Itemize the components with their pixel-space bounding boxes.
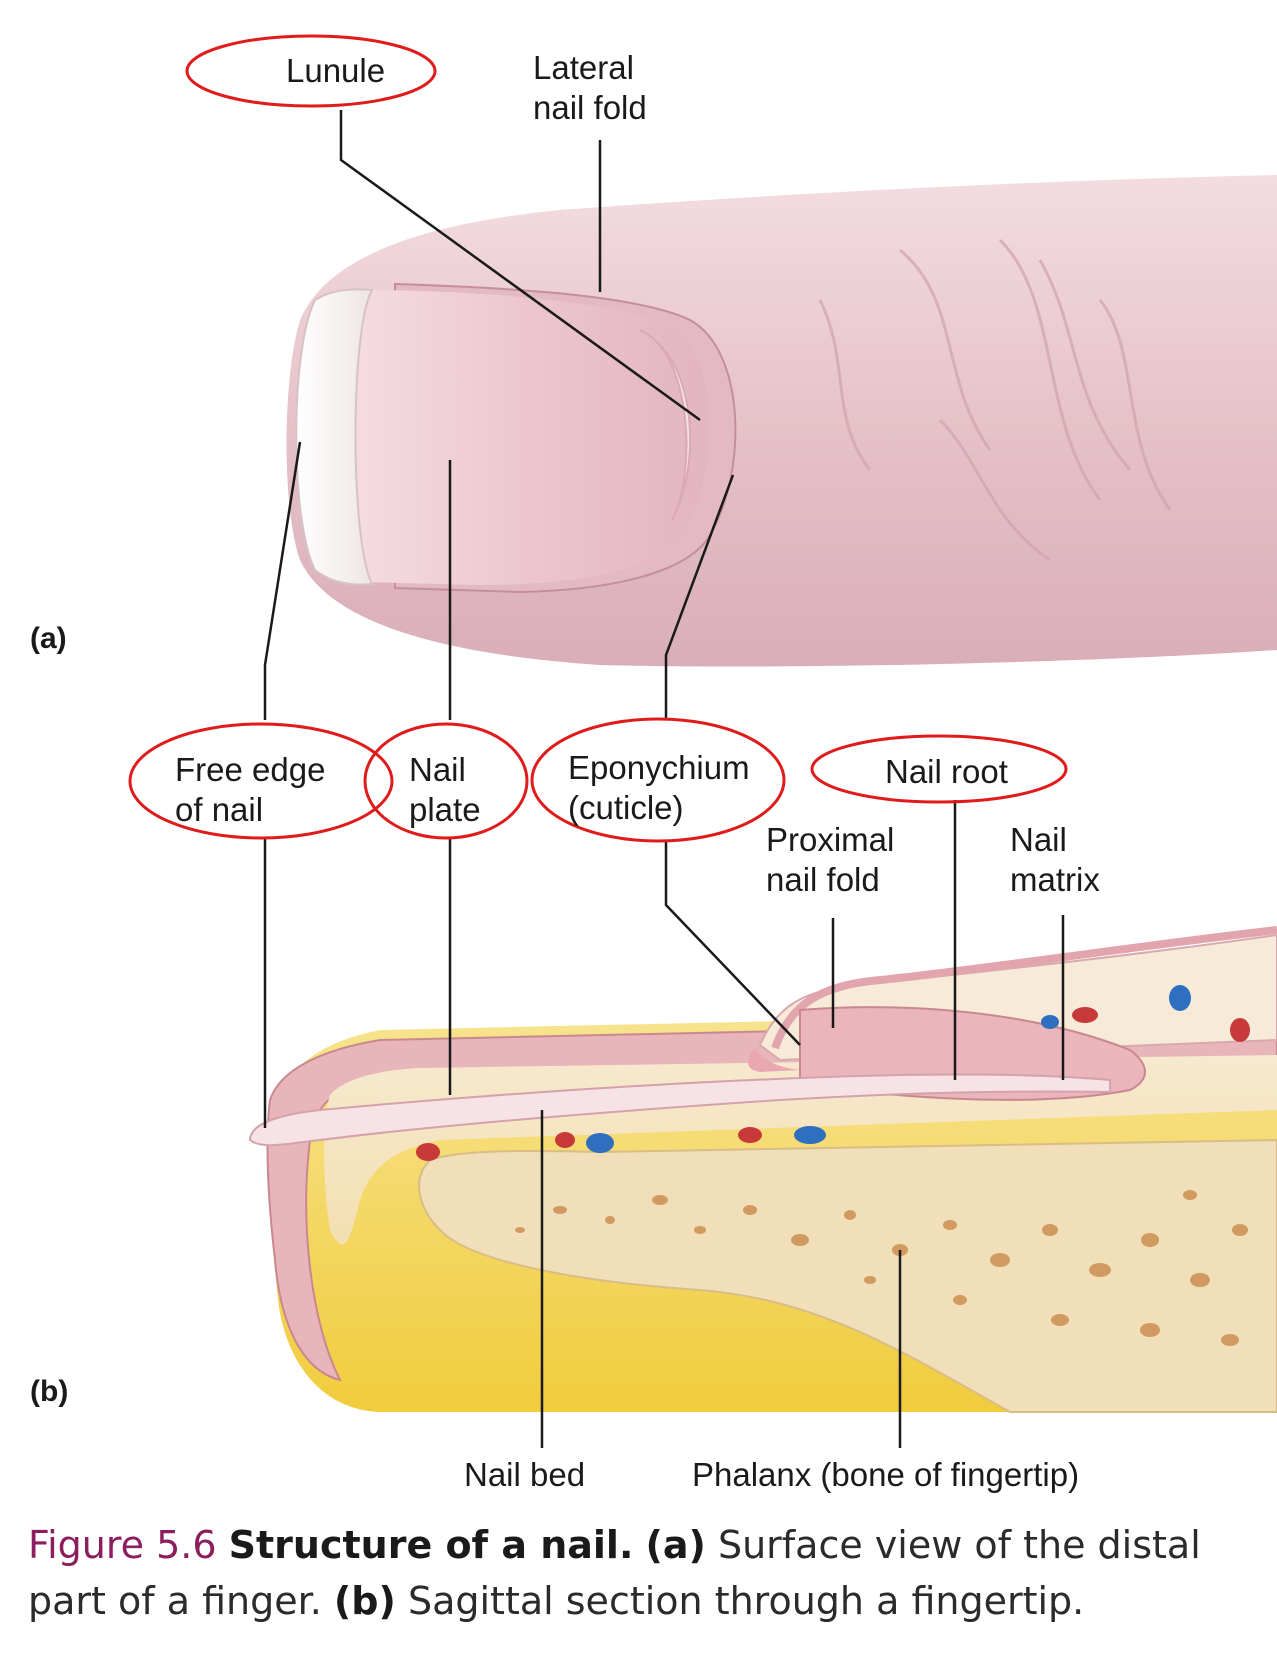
label-nail-plate-line1: Nail bbox=[409, 751, 466, 788]
bone-trabeculae bbox=[515, 1190, 1248, 1346]
vessel-blue-4 bbox=[1169, 985, 1191, 1011]
label-proximal-nail-fold-line2: nail fold bbox=[766, 861, 880, 898]
distal-phalanx-bone bbox=[418, 1138, 1277, 1413]
vessel-red-2 bbox=[555, 1132, 575, 1148]
vessel-red-1 bbox=[416, 1143, 440, 1161]
label-nail-plate: Nail plate bbox=[409, 750, 481, 830]
nail-structure-illustration bbox=[128, 34, 1277, 1448]
highlight-nail-root bbox=[810, 734, 1068, 804]
vessel-red-5 bbox=[1230, 1018, 1250, 1042]
panel-label-b: (b) bbox=[30, 1375, 69, 1408]
label-lunule: Lunule bbox=[286, 52, 386, 89]
leader-lunule bbox=[339, 110, 701, 422]
label-nail-matrix: Nail matrix bbox=[1010, 820, 1100, 900]
leader-free-edge-a bbox=[263, 441, 302, 720]
caption-figure-number: Figure 5.6 bbox=[28, 1523, 217, 1567]
panel-label-a: (a) bbox=[30, 622, 67, 655]
free-edge-surface bbox=[295, 288, 374, 586]
caption-part-b-text: Sagittal section through a fingertip. bbox=[407, 1579, 1085, 1623]
nail-plate-section bbox=[248, 1073, 1111, 1147]
label-lateral-nail-fold-line2: nail fold bbox=[533, 89, 647, 126]
nail-plate-surface bbox=[345, 290, 709, 585]
sagittal-section bbox=[248, 926, 1277, 1413]
vessel-red-3 bbox=[738, 1127, 762, 1143]
lunule-shape bbox=[639, 329, 691, 521]
caption-part-a-marker: (a) bbox=[645, 1523, 706, 1567]
label-free-edge: Free edge of nail bbox=[175, 750, 325, 830]
proximal-fold-surface bbox=[771, 926, 1277, 1050]
caption-part-b-marker: (b) bbox=[333, 1579, 396, 1623]
leader-lines bbox=[263, 110, 1065, 1448]
label-proximal-nail-fold-line1: Proximal bbox=[766, 821, 895, 858]
highlight-eponychium bbox=[530, 717, 786, 843]
skin-outer-layer bbox=[266, 1018, 1277, 1382]
highlight-lunule bbox=[185, 34, 437, 108]
label-nail-plate-line2: plate bbox=[409, 791, 481, 828]
label-free-edge-line1: Free edge bbox=[175, 751, 326, 788]
eponychium-tip bbox=[748, 1048, 800, 1072]
label-proximal-nail-fold: Proximal nail fold bbox=[766, 820, 894, 900]
caption-part-a-text: Surface view of the distal part of a fin… bbox=[28, 1523, 1201, 1623]
label-nail-bed: Nail bed bbox=[464, 1456, 586, 1493]
highlight-nail-plate bbox=[363, 722, 529, 840]
vessel-red-4 bbox=[1072, 1007, 1098, 1023]
caption-title: Structure of a nail. bbox=[228, 1523, 634, 1567]
highlight-ellipses bbox=[128, 34, 1068, 843]
label-lateral-nail-fold: Lateral nail fold bbox=[533, 48, 647, 128]
leader-eponychium-a bbox=[664, 474, 735, 720]
label-free-edge-line2: of nail bbox=[175, 791, 264, 828]
label-nail-matrix-line2: matrix bbox=[1010, 861, 1100, 898]
blood-vessels bbox=[416, 985, 1250, 1161]
label-lateral-nail-fold-line1: Lateral bbox=[533, 49, 634, 86]
highlight-free-edge bbox=[128, 722, 394, 840]
finger-wrinkles bbox=[818, 238, 1172, 562]
vessel-blue-1 bbox=[586, 1133, 614, 1153]
figure-caption: Figure 5.6 Structure of a nail. (a) Surf… bbox=[28, 1517, 1258, 1629]
label-nail-root: Nail root bbox=[885, 753, 1008, 790]
leader-eponychium-b bbox=[664, 840, 801, 1046]
label-eponychium: Eponychium (cuticle) bbox=[568, 748, 750, 828]
label-eponychium-line2: (cuticle) bbox=[568, 789, 684, 826]
label-phalanx: Phalanx (bone of fingertip) bbox=[692, 1456, 1080, 1493]
vessel-blue-2 bbox=[794, 1126, 826, 1144]
finger-surface-view bbox=[286, 175, 1277, 667]
label-eponychium-line1: Eponychium bbox=[568, 749, 750, 786]
label-nail-matrix-line1: Nail bbox=[1010, 821, 1067, 858]
vessel-blue-3 bbox=[1041, 1015, 1059, 1029]
